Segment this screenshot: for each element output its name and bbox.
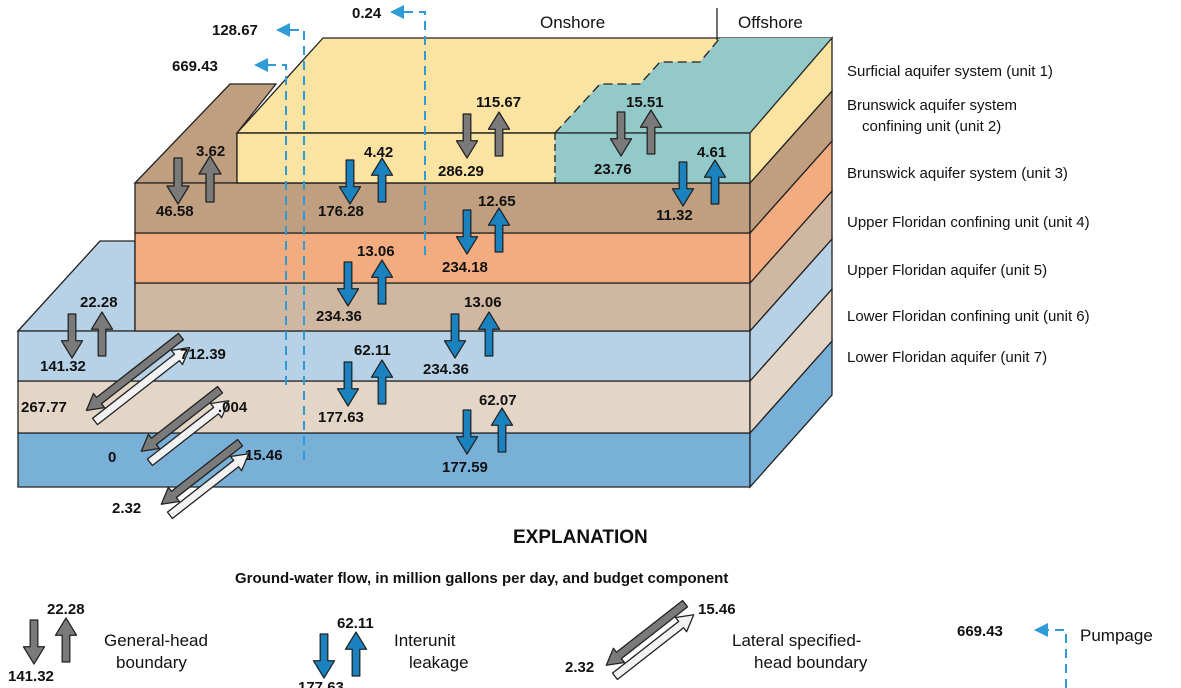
svg-text:15.46: 15.46 [698, 601, 736, 618]
leakage-value: 4.61 [697, 144, 726, 161]
leakage-value: 177.59 [442, 459, 488, 476]
lateral-out-arrow [85, 332, 185, 412]
svg-text:leakage: leakage [409, 653, 469, 672]
gh-value: 15.51 [626, 94, 664, 111]
svg-text:head boundary: head boundary [754, 653, 868, 672]
unit1-surficial-aquifer [235, 36, 834, 185]
svg-text:62.11: 62.11 [337, 615, 374, 632]
svg-text:Interunit: Interunit [394, 631, 456, 650]
leakage-value: 177.63 [318, 409, 364, 426]
leakage-value: 176.28 [318, 203, 364, 220]
explanation-subtitle: Ground-water flow, in million gallons pe… [235, 570, 728, 587]
lateral-value: 2.32 [112, 500, 141, 517]
lateral-out-arrow [140, 385, 224, 452]
pumpage-value-669: 669.43 [172, 58, 218, 75]
leakage-value: 4.42 [364, 144, 393, 161]
explanation-title: EXPLANATION [513, 527, 648, 548]
lateral-out-arrow [160, 438, 244, 505]
offshore-label: Offshore [738, 13, 803, 32]
leakage-value: 11.32 [656, 207, 693, 224]
gh-value: 46.58 [156, 203, 194, 220]
unit-label: Brunswick aquifer system [847, 97, 1017, 114]
leakage-value: 12.65 [478, 193, 516, 210]
svg-text:2.32: 2.32 [565, 659, 594, 676]
gh-value: 23.76 [594, 161, 632, 178]
pumpage-value-024: 0.24 [352, 5, 382, 22]
lateral-value: 0 [108, 449, 116, 466]
svg-text:177.63: 177.63 [298, 679, 344, 688]
gh-value: 141.32 [40, 358, 86, 375]
unit-label: Upper Floridan aquifer (unit 5) [847, 262, 1047, 279]
leakage-value: 13.06 [464, 294, 502, 311]
gh-value: 115.67 [476, 94, 521, 111]
lateral-value: .004 [218, 399, 248, 416]
legend-pumpage: 669.43 Pumpage [957, 623, 1153, 688]
lateral-arrows [85, 332, 250, 520]
leakage-value: 62.11 [354, 342, 391, 359]
onshore-label: Onshore [540, 13, 605, 32]
lateral-in-arrow [146, 400, 230, 467]
legend-interunit-leakage: 62.11 177.63 Interunit leakage [298, 615, 469, 688]
gh-value: 22.28 [80, 294, 118, 311]
svg-text:669.43: 669.43 [957, 623, 1003, 640]
unit-label: Lower Floridan confining unit (unit 6) [847, 308, 1090, 325]
unit-labels: Surficial aquifer system (unit 1) Brunsw… [847, 63, 1090, 366]
svg-text:General-head: General-head [104, 631, 208, 650]
leakage-value: 62.07 [479, 392, 517, 409]
lateral-in-arrow [611, 614, 695, 681]
unit2-brunswick-confining-unit [133, 83, 833, 235]
lateral-in-arrow [91, 346, 191, 426]
lateral-value: 267.77 [21, 399, 67, 416]
unit-label: Lower Floridan aquifer (unit 7) [847, 349, 1047, 366]
pumpage-wells [254, 5, 426, 460]
lateral-out-arrow [605, 599, 689, 666]
pumpage-value-128: 128.67 [212, 22, 258, 39]
unit-label: confining unit (unit 2) [862, 118, 1001, 135]
unit-label: Surficial aquifer system (unit 1) [847, 63, 1053, 80]
lateral-value: 712.39 [180, 346, 226, 363]
lateral-in-arrow [166, 453, 250, 520]
svg-text:boundary: boundary [116, 653, 187, 672]
svg-text:Pumpage: Pumpage [1080, 626, 1153, 645]
leakage-value: 234.36 [316, 308, 362, 325]
leakage-value: 13.06 [357, 243, 395, 260]
unit-label: Brunswick aquifer system (unit 3) [847, 165, 1068, 182]
legend-lateral: 15.46 2.32 Lateral specified- head bound… [565, 599, 868, 681]
svg-text:Lateral specified-: Lateral specified- [732, 631, 861, 650]
gh-value: 3.62 [196, 143, 225, 160]
leakage-value: 234.36 [423, 361, 469, 378]
svg-text:141.32: 141.32 [8, 668, 54, 685]
legend-general-head: 22.28 141.32 General-head boundary [8, 601, 208, 685]
unit-label: Upper Floridan confining unit (unit 4) [847, 214, 1090, 231]
svg-text:22.28: 22.28 [47, 601, 85, 618]
gh-value: 286.29 [438, 163, 484, 180]
lateral-value: 15.46 [245, 447, 283, 464]
leakage-value: 234.18 [442, 259, 488, 276]
